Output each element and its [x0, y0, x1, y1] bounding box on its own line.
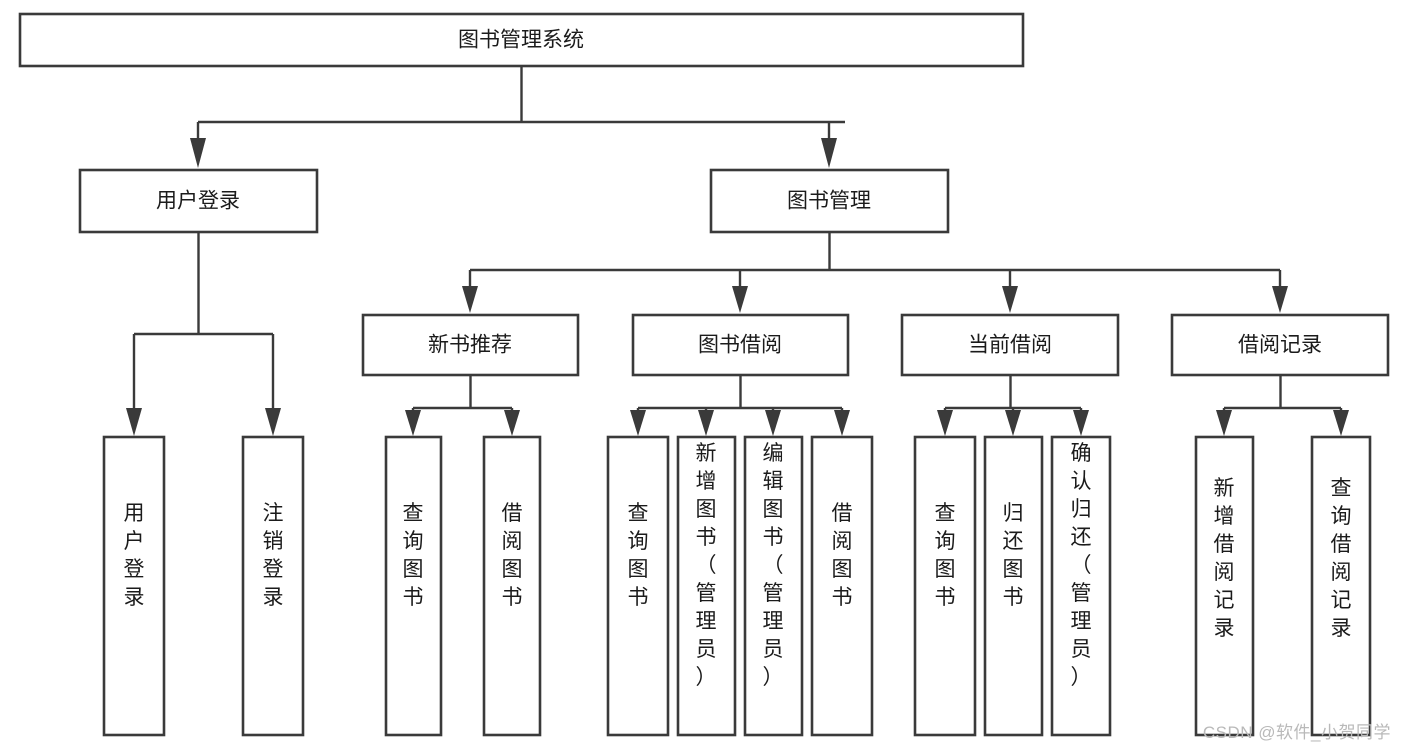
arrow-to-leaf-return-book-icon: [1005, 410, 1021, 436]
arrow-to-leaf-add-record-icon: [1216, 410, 1232, 436]
node-book-borrow[interactable]: 图书借阅: [631, 313, 850, 377]
node-leaf-borrow-book-b-box[interactable]: [810, 435, 874, 737]
node-leaf-query-book-rec[interactable]: 查询图书: [384, 435, 443, 737]
node-leaf-user-login-box[interactable]: [102, 435, 166, 737]
arrow-to-book-mgmt-icon: [821, 138, 837, 168]
arrow-to-leaf-user-logout-icon: [265, 408, 281, 436]
connector-layer: [126, 66, 1349, 436]
node-leaf-user-login[interactable]: 用户登录: [102, 435, 166, 737]
arrow-to-leaf-query-book-b-icon: [630, 410, 646, 436]
arrow-to-leaf-add-book-icon: [698, 410, 714, 436]
node-new-book-rec[interactable]: 新书推荐: [361, 313, 580, 377]
node-leaf-add-book[interactable]: 新增图书（管理员）: [676, 435, 737, 737]
node-leaf-add-book-box[interactable]: [676, 435, 737, 737]
node-leaf-query-book-b-box[interactable]: [606, 435, 670, 737]
node-leaf-borrow-book-rec-box[interactable]: [482, 435, 542, 737]
node-leaf-edit-book[interactable]: 编辑图书（管理员）: [743, 435, 804, 737]
arrow-to-current-borrow-icon: [1002, 286, 1018, 313]
node-leaf-query-record[interactable]: 查询借阅记录: [1310, 435, 1372, 737]
node-user-login[interactable]: 用户登录: [78, 168, 319, 234]
node-current-borrow-box[interactable]: [900, 313, 1120, 377]
node-leaf-query-book-rec-box[interactable]: [384, 435, 443, 737]
arrow-to-borrow-record-icon: [1272, 286, 1288, 313]
node-leaf-user-logout-box[interactable]: [241, 435, 305, 737]
node-new-book-rec-label: 新书推荐: [428, 334, 512, 357]
arrow-to-leaf-edit-book-icon: [765, 410, 781, 436]
node-leaf-user-login-label: 用户登录: [124, 502, 145, 609]
node-leaf-add-record-label: 新增借阅记录: [1214, 477, 1235, 640]
node-borrow-record-box[interactable]: [1170, 313, 1390, 377]
node-leaf-return-book-box[interactable]: [983, 435, 1044, 737]
node-borrow-record-label: 借阅记录: [1238, 334, 1322, 357]
node-leaf-query-book-b[interactable]: 查询图书: [606, 435, 670, 737]
node-user-login-label: 用户登录: [156, 190, 240, 213]
arrow-to-leaf-query-book-rec-icon: [405, 410, 421, 436]
node-leaf-borrow-book-b-label: 借阅图书: [832, 502, 853, 609]
arrow-to-book-borrow-icon: [732, 286, 748, 313]
node-book-mgmt[interactable]: 图书管理: [709, 168, 950, 234]
node-user-login-box[interactable]: [78, 168, 319, 234]
node-leaf-borrow-book-b[interactable]: 借阅图书: [810, 435, 874, 737]
node-leaf-confirm-return[interactable]: 确认归还（管理员）: [1050, 435, 1112, 737]
node-leaf-user-logout[interactable]: 注销登录: [241, 435, 305, 737]
node-root-label: 图书管理系统: [458, 29, 584, 52]
node-leaf-edit-book-box[interactable]: [743, 435, 804, 737]
node-leaf-edit-book-label: 编辑图书（管理员）: [763, 442, 784, 689]
arrow-to-leaf-borrow-book-b-icon: [834, 410, 850, 436]
arrow-to-user-login-icon: [190, 138, 206, 168]
node-leaf-return-book[interactable]: 归还图书: [983, 435, 1044, 737]
node-leaf-borrow-book-rec[interactable]: 借阅图书: [482, 435, 542, 737]
node-leaf-user-logout-label: 注销登录: [263, 502, 284, 609]
arrow-to-leaf-query-record-icon: [1333, 410, 1349, 436]
node-leaf-query-book-c-box[interactable]: [913, 435, 977, 737]
node-borrow-record[interactable]: 借阅记录: [1170, 313, 1390, 377]
node-leaf-add-record[interactable]: 新增借阅记录: [1194, 435, 1255, 737]
arrow-to-leaf-borrow-book-rec-icon: [504, 410, 520, 436]
node-leaf-query-record-label: 查询借阅记录: [1331, 477, 1352, 640]
node-leaf-confirm-return-label: 确认归还（管理员）: [1071, 442, 1092, 689]
node-new-book-rec-box[interactable]: [361, 313, 580, 377]
node-leaf-query-record-box[interactable]: [1310, 435, 1372, 737]
arrow-to-leaf-user-login-icon: [126, 408, 142, 436]
node-leaf-query-book-b-label: 查询图书: [628, 502, 649, 609]
node-leaf-confirm-return-box[interactable]: [1050, 435, 1112, 737]
node-book-mgmt-label: 图书管理: [787, 190, 871, 213]
node-root-box[interactable]: [18, 12, 1025, 68]
node-leaf-add-record-box[interactable]: [1194, 435, 1255, 737]
node-leaf-query-book-c-label: 查询图书: [935, 502, 956, 609]
arrow-to-new-book-rec-icon: [462, 286, 478, 313]
node-leaf-return-book-label: 归还图书: [1003, 502, 1024, 609]
node-root[interactable]: 图书管理系统: [18, 12, 1025, 68]
node-current-borrow-label: 当前借阅: [968, 334, 1052, 357]
node-book-borrow-box[interactable]: [631, 313, 850, 377]
node-current-borrow[interactable]: 当前借阅: [900, 313, 1120, 377]
node-leaf-borrow-book-rec-label: 借阅图书: [502, 502, 523, 609]
node-leaf-query-book-rec-label: 查询图书: [403, 502, 424, 609]
node-leaf-query-book-c[interactable]: 查询图书: [913, 435, 977, 737]
node-leaf-add-book-label: 新增图书（管理员）: [696, 442, 717, 689]
arrow-to-leaf-confirm-return-icon: [1073, 410, 1089, 436]
arrow-to-leaf-query-book-c-icon: [937, 410, 953, 436]
node-book-borrow-label: 图书借阅: [698, 334, 782, 357]
node-book-mgmt-box[interactable]: [709, 168, 950, 234]
